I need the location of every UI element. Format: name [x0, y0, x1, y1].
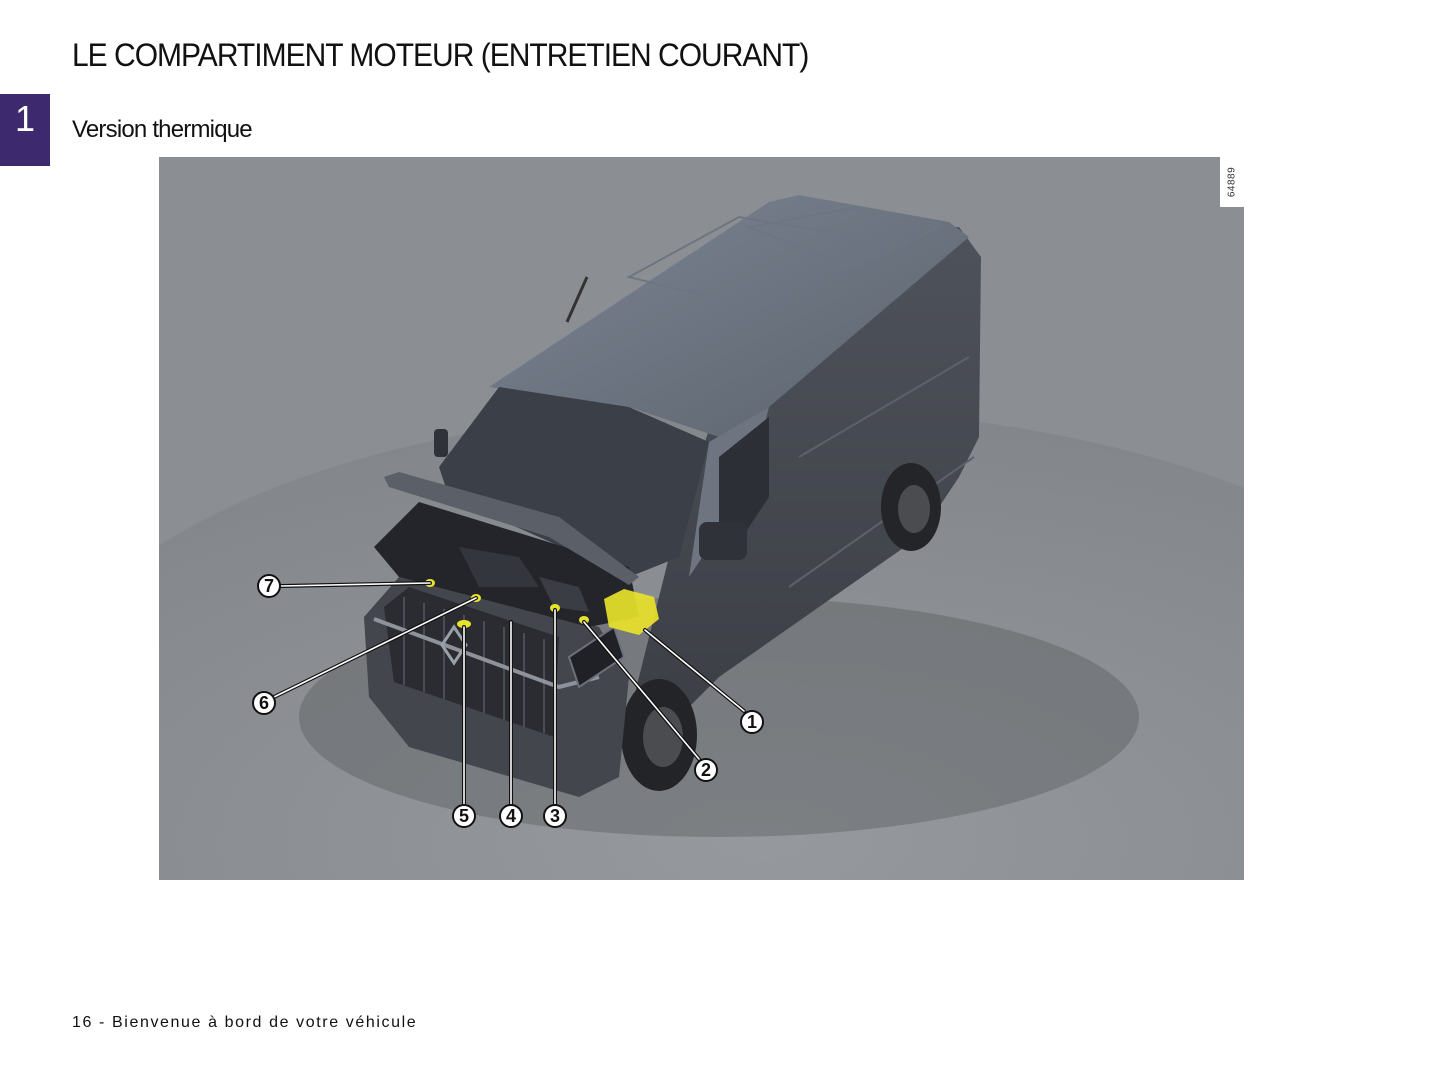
callout-4[interactable]: 4	[499, 804, 523, 828]
callout-2[interactable]: 2	[694, 758, 718, 782]
van-illustration	[159, 157, 1244, 880]
section-title: Version thermique	[72, 116, 253, 143]
callout-1[interactable]: 1	[740, 710, 764, 734]
page-footer: 16 - Bienvenue à bord de votre véhicule	[72, 1014, 418, 1031]
page-title: LE COMPARTIMENT MOTEUR (ENTRETIEN COURAN…	[72, 38, 809, 74]
chapter-tab[interactable]: 1	[0, 94, 50, 166]
engine-compartment-figure: 64889 7 6 5 4 3 2 1	[159, 157, 1244, 880]
callout-6[interactable]: 6	[252, 691, 276, 715]
figure-reference-label: 64889	[1220, 157, 1244, 207]
callout-3[interactable]: 3	[543, 804, 567, 828]
callout-5[interactable]: 5	[452, 804, 476, 828]
callout-7[interactable]: 7	[257, 574, 281, 598]
figure-reference-code: 64889	[1226, 166, 1238, 198]
